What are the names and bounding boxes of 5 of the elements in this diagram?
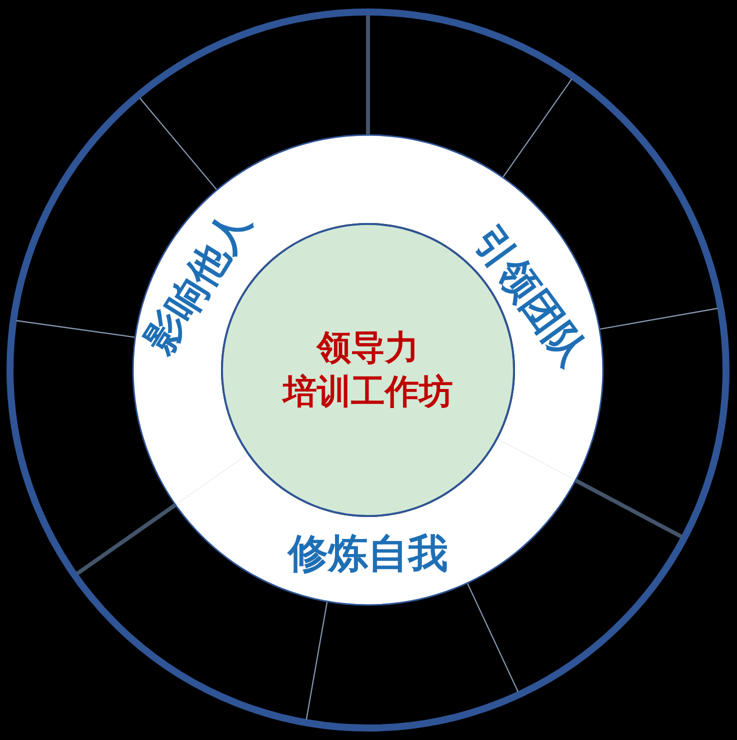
segment-label: 影响他人 <box>138 204 258 360</box>
segment-label: 引领团队 <box>466 220 594 372</box>
title-text: 培训工作坊 <box>283 371 453 414</box>
title-text: 领导力 <box>317 326 419 370</box>
segment-label: 修炼自我 <box>288 534 448 574</box>
